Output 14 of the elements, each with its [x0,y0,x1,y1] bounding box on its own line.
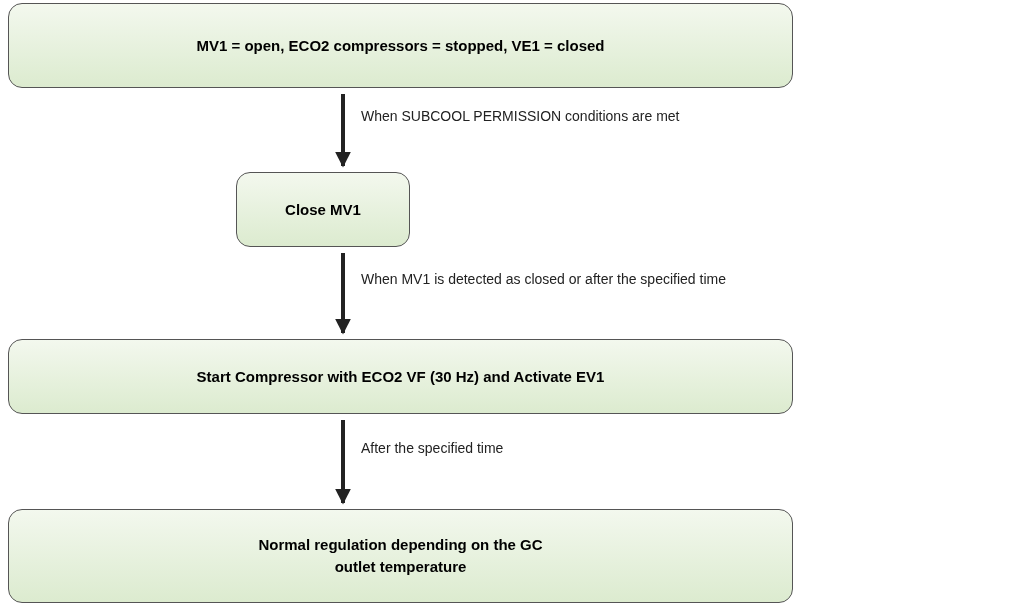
edge-label: After the specified time [361,438,504,458]
arrow [335,253,351,335]
process-box [8,339,793,414]
step-text: Close MV1 [285,199,361,220]
step-text: Normal regulation depending on the GC outlet temperature [257,535,544,577]
process-box [236,172,410,247]
arrow [335,94,351,168]
edge-label: When SUBCOOL PERMISSION conditions are met [361,107,680,126]
process-box [8,509,793,603]
step-text: MV1 = open, ECO2 compressors = stopped, VE1 = closed [196,35,605,56]
step-text: Start Compressor with ECO2 VF (30 Hz) and Activate EV1 [196,366,605,387]
edge-label: When MV1 is detected as closed or after the specified time [361,270,726,289]
process-box [8,3,793,88]
arrow [335,420,351,505]
